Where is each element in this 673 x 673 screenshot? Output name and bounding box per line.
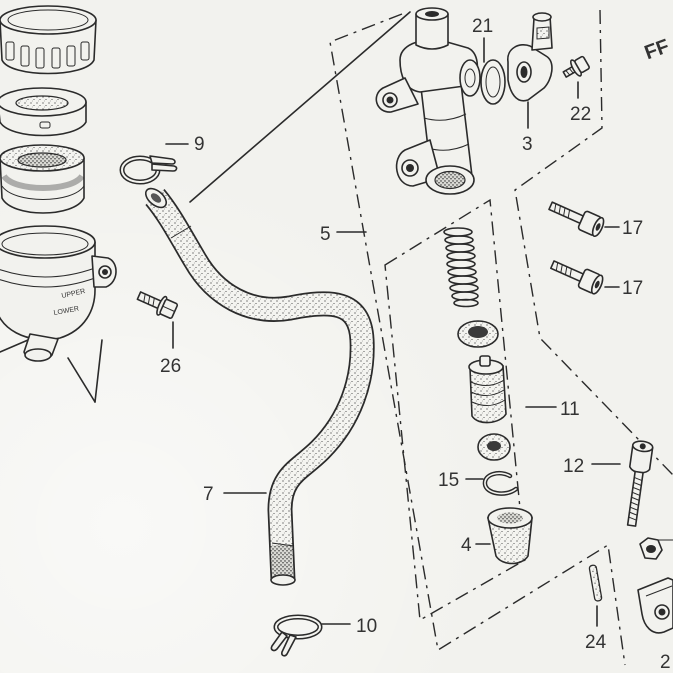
callout-11: 11	[560, 399, 580, 420]
cotter-pin	[588, 564, 603, 602]
callout-2-cut: 2	[660, 652, 671, 673]
primary-cup	[457, 320, 499, 348]
push-rod-lock-nut	[639, 537, 663, 560]
callout-26: 26	[160, 356, 181, 377]
reservoir-hose	[144, 187, 375, 586]
callout-9: 9	[194, 134, 205, 155]
callout-10: 10	[356, 616, 377, 637]
reservoir-body: UPPER LOWER	[0, 225, 117, 362]
outlet-sealing-washer	[480, 59, 506, 105]
reservoir-upper-mark: UPPER	[61, 288, 86, 300]
callout-15: 15	[438, 470, 459, 491]
callout-12: 12	[563, 456, 584, 477]
callout-21: 21	[472, 16, 493, 37]
master-cylinder-inlet-boss	[415, 7, 449, 50]
hose-clip-upper	[119, 155, 178, 185]
master-cylinder-bore	[425, 165, 475, 195]
piston-return-spring	[443, 227, 479, 308]
reservoir-lower-mark: LOWER	[53, 306, 79, 317]
reservoir-bolt	[136, 291, 179, 319]
callout-17-upper: 17	[622, 218, 643, 239]
master-cylinder-upper-ear	[375, 77, 419, 113]
push-rod-clevis	[637, 577, 673, 634]
joint-screw	[562, 55, 590, 78]
master-cylinder-body	[375, 7, 481, 195]
reservoir-outlet-nozzle	[23, 333, 59, 362]
piston	[468, 355, 507, 424]
callout-17-lower: 17	[622, 278, 643, 299]
callout-7: 7	[203, 484, 214, 505]
hose-clip-lower	[270, 614, 323, 657]
reservoir-diaphragm	[0, 144, 85, 214]
diaphragm-plate	[0, 87, 87, 137]
callout-3: 3	[522, 134, 533, 155]
callout-5: 5	[320, 224, 331, 245]
piston-stem	[479, 355, 491, 367]
mounting-bolt-upper	[548, 201, 605, 238]
reservoir-mount-tab	[91, 255, 117, 288]
secondary-cup	[477, 433, 511, 461]
callout-4: 4	[461, 535, 472, 556]
reservoir-cap	[0, 5, 97, 75]
mounting-bolt-lower	[549, 260, 604, 295]
callout-22: 22	[570, 104, 591, 125]
master-cylinder-outlet-boss	[459, 59, 481, 97]
hose-joint	[507, 12, 553, 102]
dust-boot	[487, 507, 533, 565]
push-rod	[626, 440, 654, 527]
circlip	[482, 471, 519, 496]
callout-24: 24	[585, 632, 607, 653]
